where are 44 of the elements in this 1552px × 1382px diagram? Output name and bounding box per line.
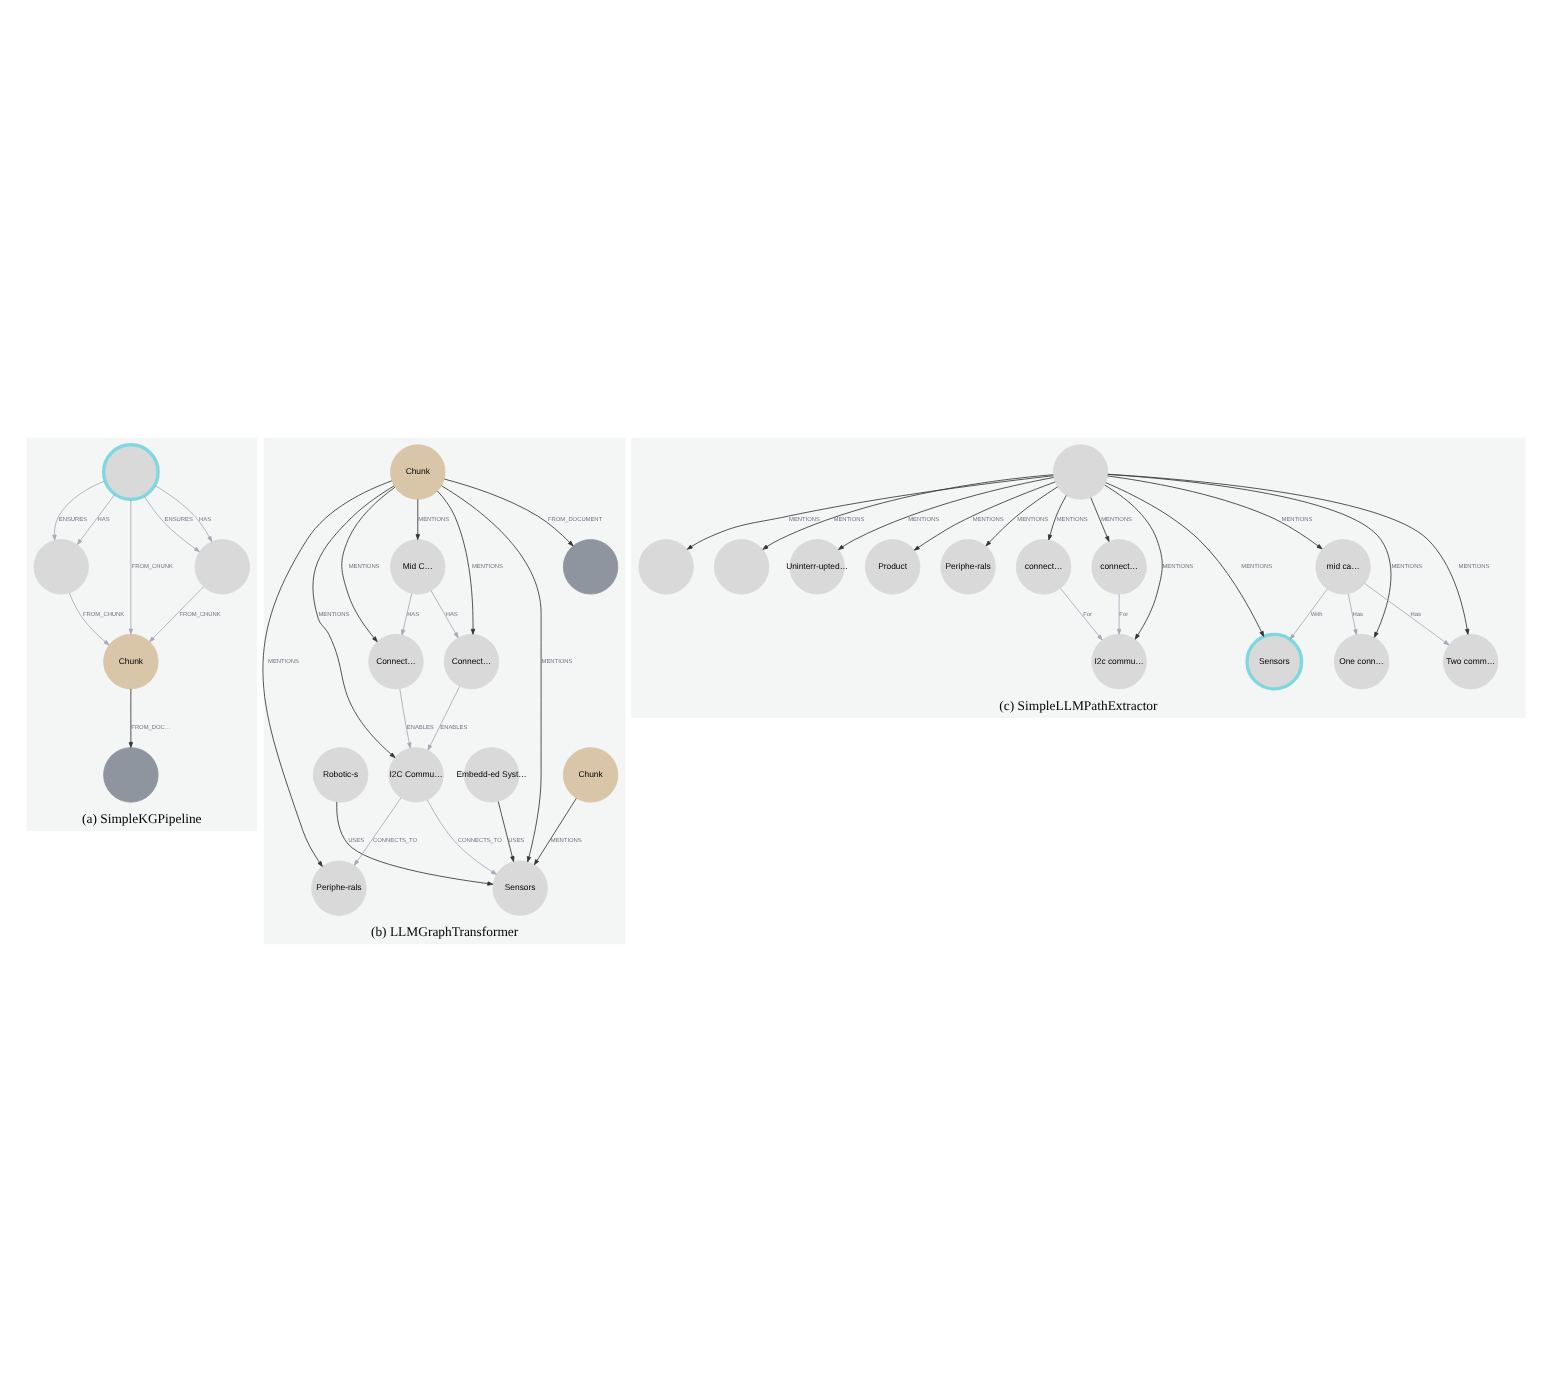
arrow <box>336 801 494 886</box>
arrow <box>341 486 396 643</box>
arrow <box>762 474 1054 550</box>
arrow <box>353 797 402 866</box>
arrow <box>143 495 200 553</box>
arrow <box>441 485 542 863</box>
arrow <box>426 799 497 875</box>
arrow <box>68 592 110 646</box>
arrow <box>686 475 1054 550</box>
arrow <box>985 486 1058 547</box>
arrow <box>1107 474 1392 638</box>
arrow <box>262 480 393 867</box>
arrow <box>128 499 134 635</box>
arrow <box>128 688 134 748</box>
arrow <box>838 477 1054 550</box>
arrow <box>1090 497 1110 542</box>
node-circle <box>103 747 159 803</box>
arrow <box>1107 473 1470 635</box>
arrow <box>1104 484 1163 640</box>
arrow <box>1364 583 1450 646</box>
arrow <box>415 498 420 540</box>
arrow <box>1107 475 1323 550</box>
arrow <box>149 586 204 643</box>
arrow <box>913 481 1056 551</box>
arrow <box>427 686 460 751</box>
arrow <box>1347 593 1358 636</box>
node-circle <box>101 443 160 501</box>
arrow <box>154 484 213 543</box>
arrow <box>1047 495 1067 541</box>
arrow <box>1060 588 1103 641</box>
arrow <box>76 493 116 545</box>
arrow <box>437 490 476 635</box>
arrow <box>399 688 412 749</box>
arrow <box>52 480 106 541</box>
arrow <box>533 797 577 866</box>
arrow <box>443 478 574 547</box>
arrow <box>1116 593 1122 635</box>
arrow <box>497 801 515 862</box>
arrow <box>312 485 396 758</box>
arrow <box>430 590 459 639</box>
arrow <box>401 593 413 636</box>
node-circle <box>1052 444 1109 500</box>
arrow <box>1105 482 1265 637</box>
arrow <box>1289 588 1328 640</box>
